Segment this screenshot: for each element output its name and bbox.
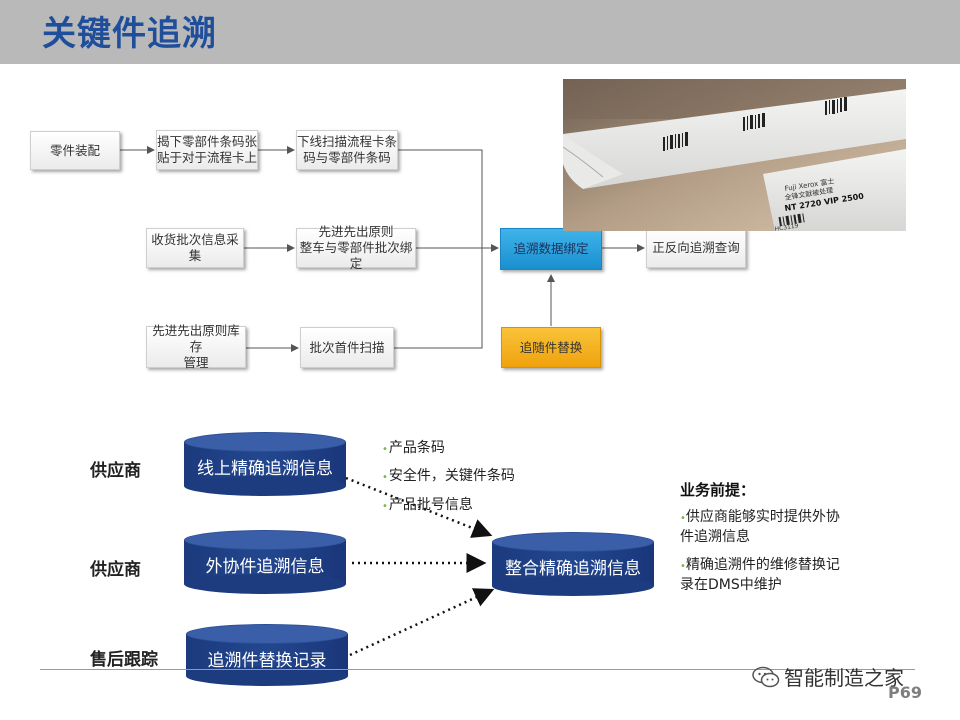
db-label-replacement: 追溯件替换记录 <box>207 651 327 671</box>
db-label-integrated: 整合精确追溯信息 <box>505 559 641 579</box>
footer-divider <box>40 669 915 670</box>
premise-item: •精确追溯件的维修替换记录在DMS中维护 <box>680 557 840 593</box>
source-role-3: 售后跟踪 <box>90 650 158 670</box>
premise-item: •供应商能够实时提供外协件追溯信息 <box>680 509 840 545</box>
box-query: 正反向追溯查询 <box>646 228 746 268</box>
box-replace: 追随件替换 <box>501 327 601 368</box>
box-receiving: 收货批次信息采集 <box>146 228 244 268</box>
db-cylinder-outsource: 外协件追溯信息 <box>184 530 346 594</box>
db-cylinder-replacement: 追溯件替换记录 <box>186 624 348 686</box>
barcode-label-photo: Fuji Xerox 富士 全锋文献被处理 NT 2720 VIP 2500 H… <box>563 79 906 231</box>
page-title: 关键件追溯 <box>42 14 217 54</box>
page-number: P69 <box>888 683 922 702</box>
db-label-outsource: 外协件追溯信息 <box>205 557 325 577</box>
db-label-online: 线上精确追溯信息 <box>197 459 333 479</box>
watermark-text: 智能制造之家 <box>784 666 904 690</box>
watermark: 智能制造之家 <box>752 662 904 691</box>
box-offline-scan: 下线扫描流程卡条码与零部件条码 <box>296 130 398 170</box>
box-fifo-storage: 先进先出原则库存管理 <box>146 323 246 370</box>
box-fifo-bind: 先进先出原则整车与零部件批次绑定 <box>296 224 416 271</box>
box-trace-bind: 追溯数据绑定 <box>500 228 602 270</box>
source-role-1: 供应商 <box>90 461 141 481</box>
box-peel-label: 揭下零部件条码张贴于对于流程卡上 <box>156 130 258 170</box>
db-cylinder-integrated: 整合精确追溯信息 <box>492 532 654 596</box>
bullet-item: •产品批号信息 <box>382 497 473 513</box>
box-first-scan: 批次首件扫描 <box>300 327 394 368</box>
source-role-2: 供应商 <box>90 560 141 580</box>
premise-title: 业务前提： <box>680 481 756 499</box>
bullet-item: •产品条码 <box>382 440 445 456</box>
bullet-item: •安全件，关键件条码 <box>382 468 515 484</box>
wechat-icon <box>752 666 780 687</box>
db-cylinder-online: 线上精确追溯信息 <box>184 432 346 496</box>
header-bar <box>0 0 960 64</box>
box-parts-assembly: 零件装配 <box>30 131 120 170</box>
label-code: HC3119 <box>774 222 799 231</box>
